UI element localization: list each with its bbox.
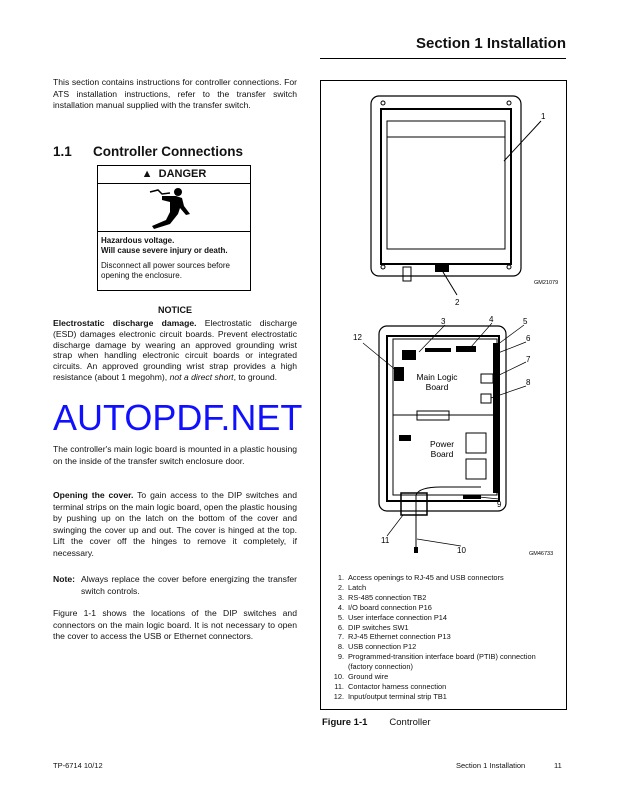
legend-item: 1. Access openings to RJ-45 and USB conne… bbox=[333, 573, 536, 583]
legend-number: 7. bbox=[337, 632, 344, 642]
figure-reference-paragraph: Figure 1-1 shows the locations of the DI… bbox=[53, 608, 297, 642]
section-header: Section 1 Installation bbox=[415, 35, 566, 52]
danger-instruction: Disconnect all power sources before open… bbox=[101, 261, 230, 280]
main-logic-label-2: Board bbox=[426, 382, 449, 392]
legend-text: Latch bbox=[348, 582, 367, 592]
legend-number: 12. bbox=[333, 691, 344, 701]
notice-paragraph: Electrostatic discharge damage. Electros… bbox=[53, 318, 297, 383]
legend-number: 2. bbox=[337, 582, 344, 592]
legend-item: 3. RS-485 connection TB2 bbox=[333, 593, 536, 603]
danger-box: ▲ DANGER Hazardous voltage. Will cause s… bbox=[97, 165, 251, 291]
note-label: Note: bbox=[53, 574, 75, 584]
figure-legend: 1. Access openings to RJ-45 and USB conne… bbox=[333, 573, 536, 702]
callout-10: 10 bbox=[457, 546, 466, 555]
footer-page-number: 11 bbox=[554, 761, 562, 770]
note-text: Always replace the cover before energizi… bbox=[81, 574, 297, 596]
callout-8: 8 bbox=[526, 378, 531, 387]
callout-11: 11 bbox=[381, 536, 390, 545]
legend-text: Contactor harness connection bbox=[348, 681, 447, 691]
callout-2: 2 bbox=[455, 298, 460, 307]
callout-7: 7 bbox=[526, 355, 531, 364]
drawing-id: GM46733 bbox=[529, 551, 553, 557]
legend-item: 10. Ground wire bbox=[333, 672, 536, 682]
callout-12: 12 bbox=[353, 333, 362, 342]
callout-5: 5 bbox=[523, 317, 528, 326]
legend-item: 7. RJ-45 Ethernet connection P13 bbox=[333, 632, 536, 642]
legend-number: 4. bbox=[337, 602, 344, 612]
notice-body-end: , to ground. bbox=[233, 371, 278, 382]
controller-housing bbox=[378, 325, 507, 512]
legend-item: 9. Programmed-transition interface board … bbox=[333, 652, 536, 662]
legend-item: (factory connection) bbox=[333, 662, 536, 672]
legend-item: 11. Contactor harness connection bbox=[333, 682, 536, 692]
opening-cover-paragraph: Opening the cover. To gain access to the… bbox=[53, 490, 297, 560]
note-paragraph: Note: Always replace the cover before ene… bbox=[53, 574, 297, 597]
power-board-label-1: Power bbox=[430, 439, 454, 449]
legend-item: 5. User interface connection P14 bbox=[333, 613, 536, 623]
legend-text: Input/output terminal strip TB1 bbox=[348, 691, 447, 701]
heading-title: Controller Connections bbox=[93, 144, 244, 159]
opening-lead: Opening the cover. bbox=[53, 490, 134, 500]
legend-item: 6. DIP switches SW1 bbox=[333, 623, 536, 633]
callout-3: 3 bbox=[441, 317, 446, 326]
controller-diagram: 1 2 GM21079 Main Logic Board Power Board bbox=[353, 95, 558, 557]
danger-line2: Will cause severe injury or death. bbox=[101, 246, 228, 255]
legend-number: 1. bbox=[337, 573, 344, 582]
footer-doc-id: TP-6714 10/12 bbox=[53, 761, 103, 770]
legend-number: 5. bbox=[337, 612, 344, 622]
caption-label: Figure 1-1 bbox=[322, 717, 368, 728]
drawing-id: GM21079 bbox=[534, 280, 558, 286]
legend-number bbox=[333, 662, 344, 672]
legend-text: User interface connection P14 bbox=[348, 612, 448, 622]
danger-title: ▲ DANGER bbox=[98, 166, 250, 184]
legend-text: I/O board connection P16 bbox=[348, 602, 432, 612]
notice-title: NOTICE bbox=[157, 305, 192, 315]
danger-line1: Hazardous voltage. bbox=[101, 236, 175, 245]
legend-number: 8. bbox=[337, 642, 344, 652]
legend-text: (factory connection) bbox=[348, 662, 413, 672]
legend-number: 6. bbox=[337, 622, 344, 632]
notice-body: Electrostatic discharge (ESD) damages el… bbox=[53, 318, 298, 382]
footer-section: Section 1 Installation bbox=[456, 761, 526, 770]
section-heading: 1.1 Controller Connections bbox=[53, 144, 243, 159]
callout-4: 4 bbox=[489, 315, 494, 324]
header-rule bbox=[320, 58, 566, 59]
warning-triangle-icon: ▲ bbox=[141, 168, 153, 180]
legend-number: 11. bbox=[334, 681, 344, 691]
callout-9: 9 bbox=[497, 500, 502, 509]
callout-6: 6 bbox=[526, 334, 531, 343]
legend-text: RS-485 connection TB2 bbox=[348, 592, 427, 602]
legend-item: 2. Latch bbox=[333, 583, 536, 593]
power-board-label-2: Board bbox=[431, 449, 454, 459]
legend-number: 9. bbox=[337, 652, 344, 662]
legend-text: Programmed-transition interface board (P… bbox=[348, 652, 536, 662]
caption-title: Controller bbox=[389, 717, 431, 728]
electrocution-hazard-icon bbox=[98, 184, 250, 232]
main-logic-label-1: Main Logic bbox=[416, 372, 458, 382]
mounting-paragraph: The controller's main logic board is mou… bbox=[53, 444, 297, 466]
intro-paragraph: This section contains instructions for c… bbox=[53, 77, 297, 111]
legend-text: USB connection P12 bbox=[348, 642, 417, 652]
legend-text: DIP switches SW1 bbox=[348, 622, 409, 632]
legend-item: 12. Input/output terminal strip TB1 bbox=[333, 692, 536, 702]
legend-text: Ground wire bbox=[348, 672, 389, 682]
watermark: AUTOPDF.NET bbox=[53, 397, 303, 438]
opening-body: To gain access to the DIP switches and t… bbox=[53, 490, 297, 558]
figure-caption: Figure 1-1 Controller bbox=[322, 717, 431, 728]
notice-italic: not a direct short bbox=[169, 371, 234, 382]
latch bbox=[435, 264, 449, 272]
legend-text: RJ-45 Ethernet connection P13 bbox=[348, 632, 451, 642]
legend-number: 10. bbox=[333, 672, 344, 682]
callout-1: 1 bbox=[541, 112, 546, 121]
legend-item: 4. I/O board connection P16 bbox=[333, 603, 536, 613]
danger-label: DANGER bbox=[158, 168, 207, 180]
legend-item: 8. USB connection P12 bbox=[333, 642, 536, 652]
figure-1-1: 1 2 GM21079 Main Logic Board Power Board bbox=[320, 80, 567, 710]
legend-number: 3. bbox=[337, 592, 344, 602]
notice-lead: Electrostatic discharge damage. bbox=[53, 318, 197, 328]
heading-number: 1.1 bbox=[53, 144, 72, 159]
legend-text: Access openings to RJ-45 and USB connect… bbox=[348, 573, 504, 582]
